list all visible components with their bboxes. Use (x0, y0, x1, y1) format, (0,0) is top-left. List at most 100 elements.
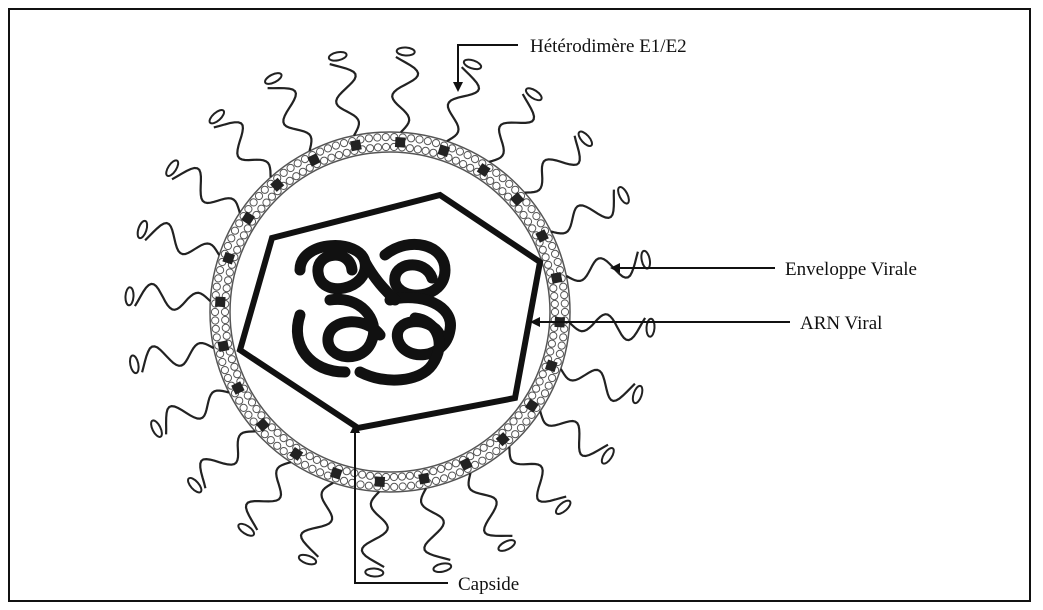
lipid-bead (474, 449, 481, 456)
lipid-bead (533, 385, 540, 392)
lipid-bead (253, 405, 260, 412)
lipid-bead (452, 157, 459, 164)
glycoprotein-chain (246, 462, 291, 530)
glycoprotein-spike (496, 432, 573, 516)
lipid-bead (552, 250, 559, 257)
lipid-bead (236, 220, 243, 227)
lipid-bead (551, 300, 558, 307)
lipid-bead (547, 348, 554, 355)
glycoprotein-spike (136, 220, 235, 265)
lipid-bead (286, 177, 293, 184)
lipid-bead (228, 356, 235, 363)
lipid-bead (390, 473, 397, 480)
glycoprotein-tip (365, 568, 383, 577)
glycoprotein-chain (489, 94, 534, 162)
glycoprotein-chain (561, 369, 635, 401)
lipid-bead (228, 235, 235, 242)
lipid-bead (414, 146, 421, 153)
lipid-bead (523, 418, 530, 425)
lipid-bead (506, 180, 513, 187)
glycoprotein-chain (525, 136, 580, 193)
lipid-bead (517, 424, 524, 431)
lipid-bead (280, 448, 287, 455)
transmembrane-anchor (496, 432, 510, 446)
lipid-bead (313, 456, 320, 463)
lipid-bead (493, 169, 500, 176)
lipid-bead (398, 473, 405, 480)
lipid-bead (529, 392, 536, 399)
glycoprotein-chain (421, 488, 450, 560)
lipid-bead (479, 457, 486, 464)
lipid-bead (293, 173, 300, 180)
lipid-bead (541, 390, 548, 397)
glycoprotein-tip (207, 108, 226, 126)
lipid-bead (471, 461, 478, 468)
glycoprotein-spike (525, 399, 616, 466)
lipid-bead (274, 442, 281, 449)
lipid-bead (424, 138, 431, 145)
lipid-bead (215, 275, 222, 282)
lipid-bead (432, 140, 439, 147)
lipid-bead (537, 397, 544, 404)
glycoprotein-spike (477, 86, 544, 177)
glycoprotein-chain (166, 391, 229, 435)
glycoprotein-spike (207, 108, 284, 192)
glycoprotein-spike (149, 381, 245, 438)
lipid-bead (365, 482, 372, 489)
transmembrane-anchor (215, 297, 226, 308)
lipid-bead (539, 246, 546, 253)
lipid-bead (550, 285, 557, 292)
glycoprotein-chain (570, 314, 645, 340)
glycoprotein-chain (392, 57, 418, 132)
lipid-bead (306, 453, 313, 460)
lipid-bead (261, 186, 268, 193)
lipid-bead (437, 465, 444, 472)
glycoprotein-tip (328, 51, 347, 62)
lipid-bead (374, 144, 381, 151)
lipid-bead (554, 258, 561, 265)
lipid-bead (324, 145, 331, 152)
lipid-bead (561, 300, 568, 307)
transmembrane-anchor (256, 418, 270, 432)
lipid-bead (222, 324, 229, 331)
glycoprotein-tip (263, 71, 283, 86)
glycoprotein-tip (576, 129, 594, 148)
lipid-bead (382, 134, 389, 141)
lipid-bead (301, 461, 308, 468)
lipid-bead (374, 134, 381, 141)
glycoprotein-tip (433, 562, 452, 573)
transmembrane-anchor (217, 340, 229, 352)
lipid-bead (399, 483, 406, 490)
lipid-bead (340, 140, 347, 147)
lipid-bead (231, 363, 238, 370)
lipid-bead (505, 424, 512, 431)
lipid-bead (213, 334, 220, 341)
lipid-bead (551, 308, 558, 315)
lipid-bead (248, 399, 255, 406)
glycoprotein-spike (328, 51, 362, 152)
lipid-bead (408, 482, 415, 489)
lipid-bead (357, 481, 364, 488)
glycoprotein-chain (469, 473, 513, 536)
lipid-bead (539, 371, 546, 378)
glycoprotein-chain (268, 88, 312, 151)
glycoprotein-spike (545, 359, 644, 404)
glycoprotein-spikes (125, 47, 655, 577)
transmembrane-anchor (350, 139, 362, 151)
glycoprotein-tip (631, 385, 644, 405)
transmembrane-anchor (551, 272, 563, 284)
lipid-bead (449, 472, 456, 479)
lipid-bead (430, 468, 437, 475)
glycoprotein-chain (172, 168, 240, 213)
lipid-bead (529, 225, 536, 232)
glycoprotein-tip (616, 185, 631, 205)
lipid-bead (487, 177, 494, 184)
lipid-bead (309, 465, 316, 472)
lipid-bead (231, 227, 238, 234)
capsid-label: Capside (458, 574, 519, 595)
lipid-bead (510, 418, 517, 425)
lipid-bead (221, 367, 228, 374)
glycoprotein-chain (540, 411, 608, 456)
lipid-bead (464, 152, 471, 159)
glycoprotein-spike (459, 457, 516, 553)
